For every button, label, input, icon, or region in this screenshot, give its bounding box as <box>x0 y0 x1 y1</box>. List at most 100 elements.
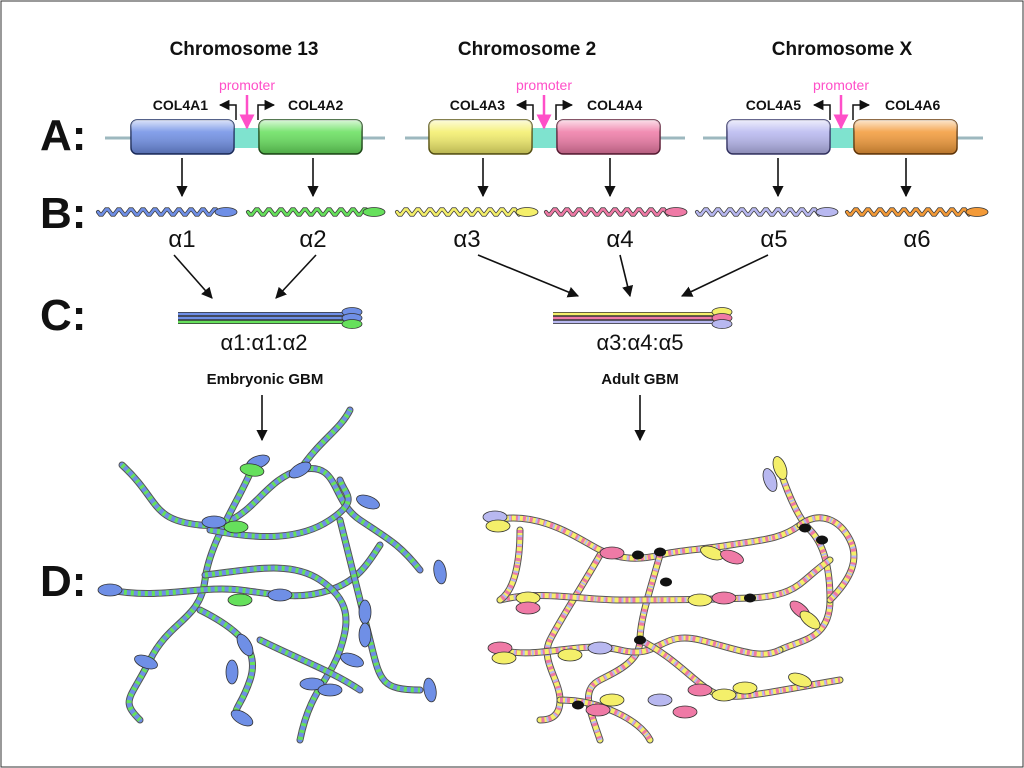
nc1-domain <box>647 693 673 707</box>
nc1-domain <box>97 583 123 597</box>
network-strand <box>491 514 804 562</box>
gene-pair-chr2: promoter COL4A3 COL4A4 <box>405 77 685 155</box>
chain-alpha5 <box>695 207 839 217</box>
network-strand <box>556 696 654 744</box>
nc1-domain <box>491 651 517 665</box>
network-strand <box>196 606 257 722</box>
chain-alpha2 <box>246 207 386 217</box>
network-strand <box>206 476 352 541</box>
nc1-domain <box>587 641 613 655</box>
network-strand <box>496 556 834 604</box>
nc1-domain <box>223 520 249 534</box>
nc1-domain <box>672 705 698 719</box>
nc1-domain <box>732 681 758 695</box>
chromosome-title-13: Chromosome 13 <box>170 39 319 60</box>
gene-label-col4a1: COL4A1 <box>153 97 208 113</box>
trimer-embryonic <box>178 307 363 329</box>
nc1-domain <box>317 683 343 697</box>
gene-shading <box>854 120 957 154</box>
network-strand <box>796 514 858 604</box>
nc1-domain <box>599 546 625 560</box>
nc1-domain <box>720 549 744 565</box>
transcription-arrow-left <box>218 99 237 120</box>
nc1-domain <box>299 677 325 691</box>
gene-pair-chrx: promoter COL4A5 COL4A6 <box>703 77 983 155</box>
nc1-domain <box>772 456 788 480</box>
network-strand <box>496 526 524 604</box>
nc1-domain <box>799 610 821 630</box>
chain-label-alpha6: α6 <box>903 226 930 253</box>
nc1-domain <box>356 494 380 510</box>
nc1-domain <box>423 677 437 703</box>
nc1-domain <box>236 633 254 657</box>
nc1-domain <box>134 654 158 670</box>
promoter-label: promoter <box>516 77 572 93</box>
promoter-region <box>232 128 262 148</box>
disulfide-crosslink <box>572 700 584 710</box>
promoter-label: promoter <box>813 77 869 93</box>
chain-alpha3 <box>395 207 539 217</box>
trimers <box>178 307 733 329</box>
chain-alpha1 <box>96 207 238 217</box>
disulfide-crosslink <box>634 635 646 645</box>
transcription-arrow-left <box>515 99 534 120</box>
gene-label-col4a4: COL4A4 <box>587 97 642 113</box>
transcription-arrow-right <box>257 99 276 120</box>
nc1-domain <box>762 468 778 492</box>
chain-label-alpha3: α3 <box>453 226 480 253</box>
alpha-chains <box>96 207 989 217</box>
disulfide-crosslink <box>816 535 828 545</box>
chain-alpha6 <box>845 207 989 217</box>
gene-label-col4a3: COL4A3 <box>450 97 505 113</box>
nc1-domain <box>711 591 737 605</box>
chain-to-trimer-arrows <box>173 254 769 299</box>
transcription-arrow-right <box>555 99 574 120</box>
network-strand <box>256 636 364 694</box>
nc1-domain <box>687 593 713 607</box>
row-label-d: D: <box>40 557 86 606</box>
tissue-label-embryonic: Embryonic GBM <box>207 371 324 388</box>
disulfide-crosslink <box>660 577 672 587</box>
gene-pair-chr13: promoter COL4A1 COL4A2 <box>105 77 385 155</box>
chromosome-title-2: Chromosome 2 <box>458 39 596 60</box>
nc1-domain <box>687 683 713 697</box>
nc1-domain <box>267 588 293 602</box>
gene-shading <box>557 120 660 154</box>
nc1-domain <box>340 652 364 668</box>
nc1-domain <box>227 593 253 607</box>
gene-shading <box>259 120 362 154</box>
gene-label-col4a5: COL4A5 <box>746 97 801 113</box>
row-label-a: A: <box>40 111 86 160</box>
promoter-label: promoter <box>219 77 275 93</box>
nc1-domain <box>433 559 447 585</box>
gene-label-col4a6: COL4A6 <box>885 97 940 113</box>
nc1-domain <box>201 515 227 529</box>
transcription-arrow-left <box>812 99 831 120</box>
transcription-arrow-right <box>852 99 871 120</box>
row-label-b: B: <box>40 189 86 238</box>
nc1-domain <box>225 659 239 685</box>
nc1-domain <box>358 599 372 625</box>
trimer-label-embryonic: α1:α1:α2 <box>220 330 307 355</box>
disulfide-crosslink <box>744 593 756 603</box>
gene-label-col4a2: COL4A2 <box>288 97 343 113</box>
adult-gbm-network <box>482 456 858 744</box>
nc1-domain <box>515 601 541 615</box>
tissue-label-adult: Adult GBM <box>601 371 678 388</box>
chain-label-alpha2: α2 <box>299 226 326 253</box>
network-strand <box>296 406 354 474</box>
chain-alpha4 <box>544 207 688 217</box>
nc1-domain <box>585 703 611 717</box>
gene-shading <box>131 120 234 154</box>
row-label-c: C: <box>40 291 86 340</box>
disulfide-crosslink <box>799 523 811 533</box>
nc1-domain <box>599 693 625 707</box>
chain-label-alpha4: α4 <box>606 226 633 253</box>
promoter-region <box>529 128 559 148</box>
nc1-domain <box>230 709 254 727</box>
gene-shading <box>727 120 830 154</box>
network-strand <box>125 458 259 724</box>
